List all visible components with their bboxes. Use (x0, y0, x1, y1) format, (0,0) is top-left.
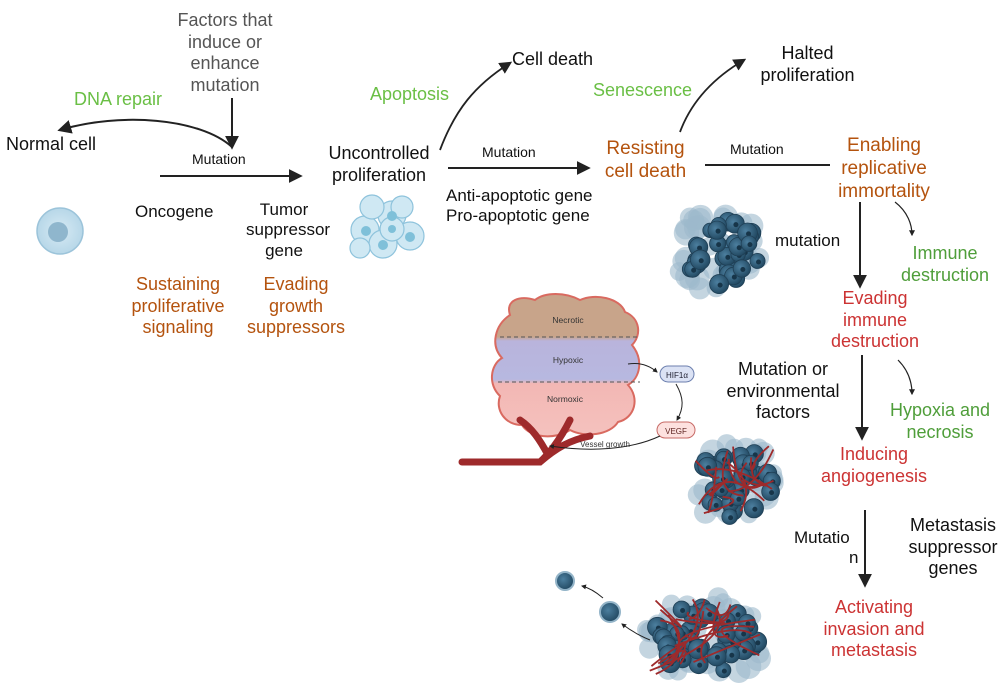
vegf-pill: VEGF (665, 427, 687, 436)
normal-cell-label: Normal cell (6, 134, 97, 154)
dna-repair-arrow (57, 118, 233, 148)
cell-death-label: Cell death (512, 49, 594, 69)
normal-cell-icon (36, 207, 84, 255)
inset-necrotic: Necrotic (552, 315, 584, 325)
mutation-label-1: Mutation (192, 151, 246, 167)
mutation-label-3: Mutation (730, 141, 784, 157)
apoptosis-label: Apoptosis (370, 84, 450, 104)
hif1a-pill: HIF1α (666, 371, 688, 380)
senescence-label: Senescence (593, 80, 693, 100)
cell-cluster-icon (349, 194, 425, 259)
senescence-arrow (679, 58, 747, 133)
apoptosis-arrow (439, 61, 513, 151)
immune-branch-arrow (894, 201, 915, 237)
tumor-mass-icon-2 (687, 434, 784, 525)
oncogene-label: Oncogene (135, 202, 214, 221)
mutation-label-2: Mutation (482, 144, 536, 160)
dna-repair-label: DNA repair (74, 89, 163, 109)
mutation-lower-label: mutation (775, 231, 841, 250)
tumor-mass-icon-1 (669, 204, 770, 300)
hypoxia-branch-arrow (897, 359, 915, 396)
vessel-growth-label: Vessel growth (580, 440, 630, 449)
inset-hypoxic: Hypoxic (553, 355, 584, 365)
tumor-hypoxia-inset (458, 293, 696, 466)
escaping-cells-icon (555, 571, 651, 641)
tumor-mass-icon-3 (637, 587, 771, 684)
inset-normoxic: Normoxic (547, 394, 584, 404)
